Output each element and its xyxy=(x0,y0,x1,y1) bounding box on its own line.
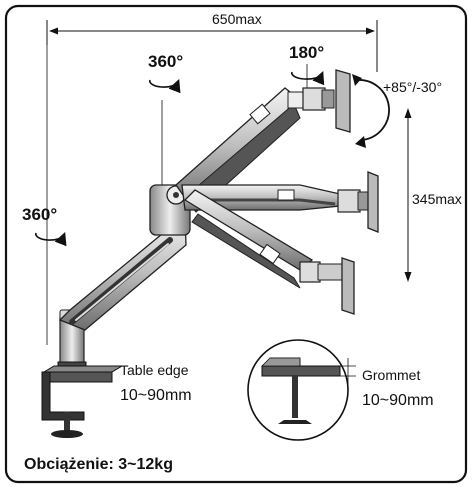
rotation-indicator: 180° xyxy=(289,43,324,95)
grommet-detail xyxy=(247,339,356,441)
rotation-label: 180° xyxy=(289,43,324,62)
height-label: 345max xyxy=(412,191,462,207)
rotate-arrow-icon xyxy=(149,79,181,94)
grommet-range: 10~90mm xyxy=(362,392,434,409)
tilt-label: +85°/-30° xyxy=(383,79,442,95)
grommet-label: Grommet xyxy=(362,367,420,383)
desk-clamp xyxy=(41,361,124,438)
tilt-indicator: +85°/-30° xyxy=(352,74,442,148)
height-dimension: 345max xyxy=(404,108,462,282)
upper-arm-lowered xyxy=(183,189,343,289)
rotate-arrow-icon xyxy=(35,232,67,247)
load-capacity-label: Obciążenie: 3~12kg xyxy=(24,456,173,473)
frame-border xyxy=(4,4,468,484)
table-edge-label: Table edge xyxy=(120,362,189,378)
rotate-arrow-icon xyxy=(291,71,325,86)
base-swivel-label: 360° xyxy=(22,205,57,224)
table-edge-range: 10~90mm xyxy=(120,387,192,404)
reach-label: 650max xyxy=(212,11,262,27)
monitor-plate-bottom xyxy=(341,257,355,315)
monitor-plate-middle xyxy=(367,171,379,233)
upper-swivel-label: 360° xyxy=(148,52,183,71)
upper-arm-level xyxy=(181,184,369,213)
monitor-plate-top xyxy=(335,69,351,133)
base-swivel-indicator: 360° xyxy=(22,205,67,247)
reach-dimension: 650max xyxy=(46,11,378,72)
upper-swivel-indicator: 360° xyxy=(148,52,183,94)
